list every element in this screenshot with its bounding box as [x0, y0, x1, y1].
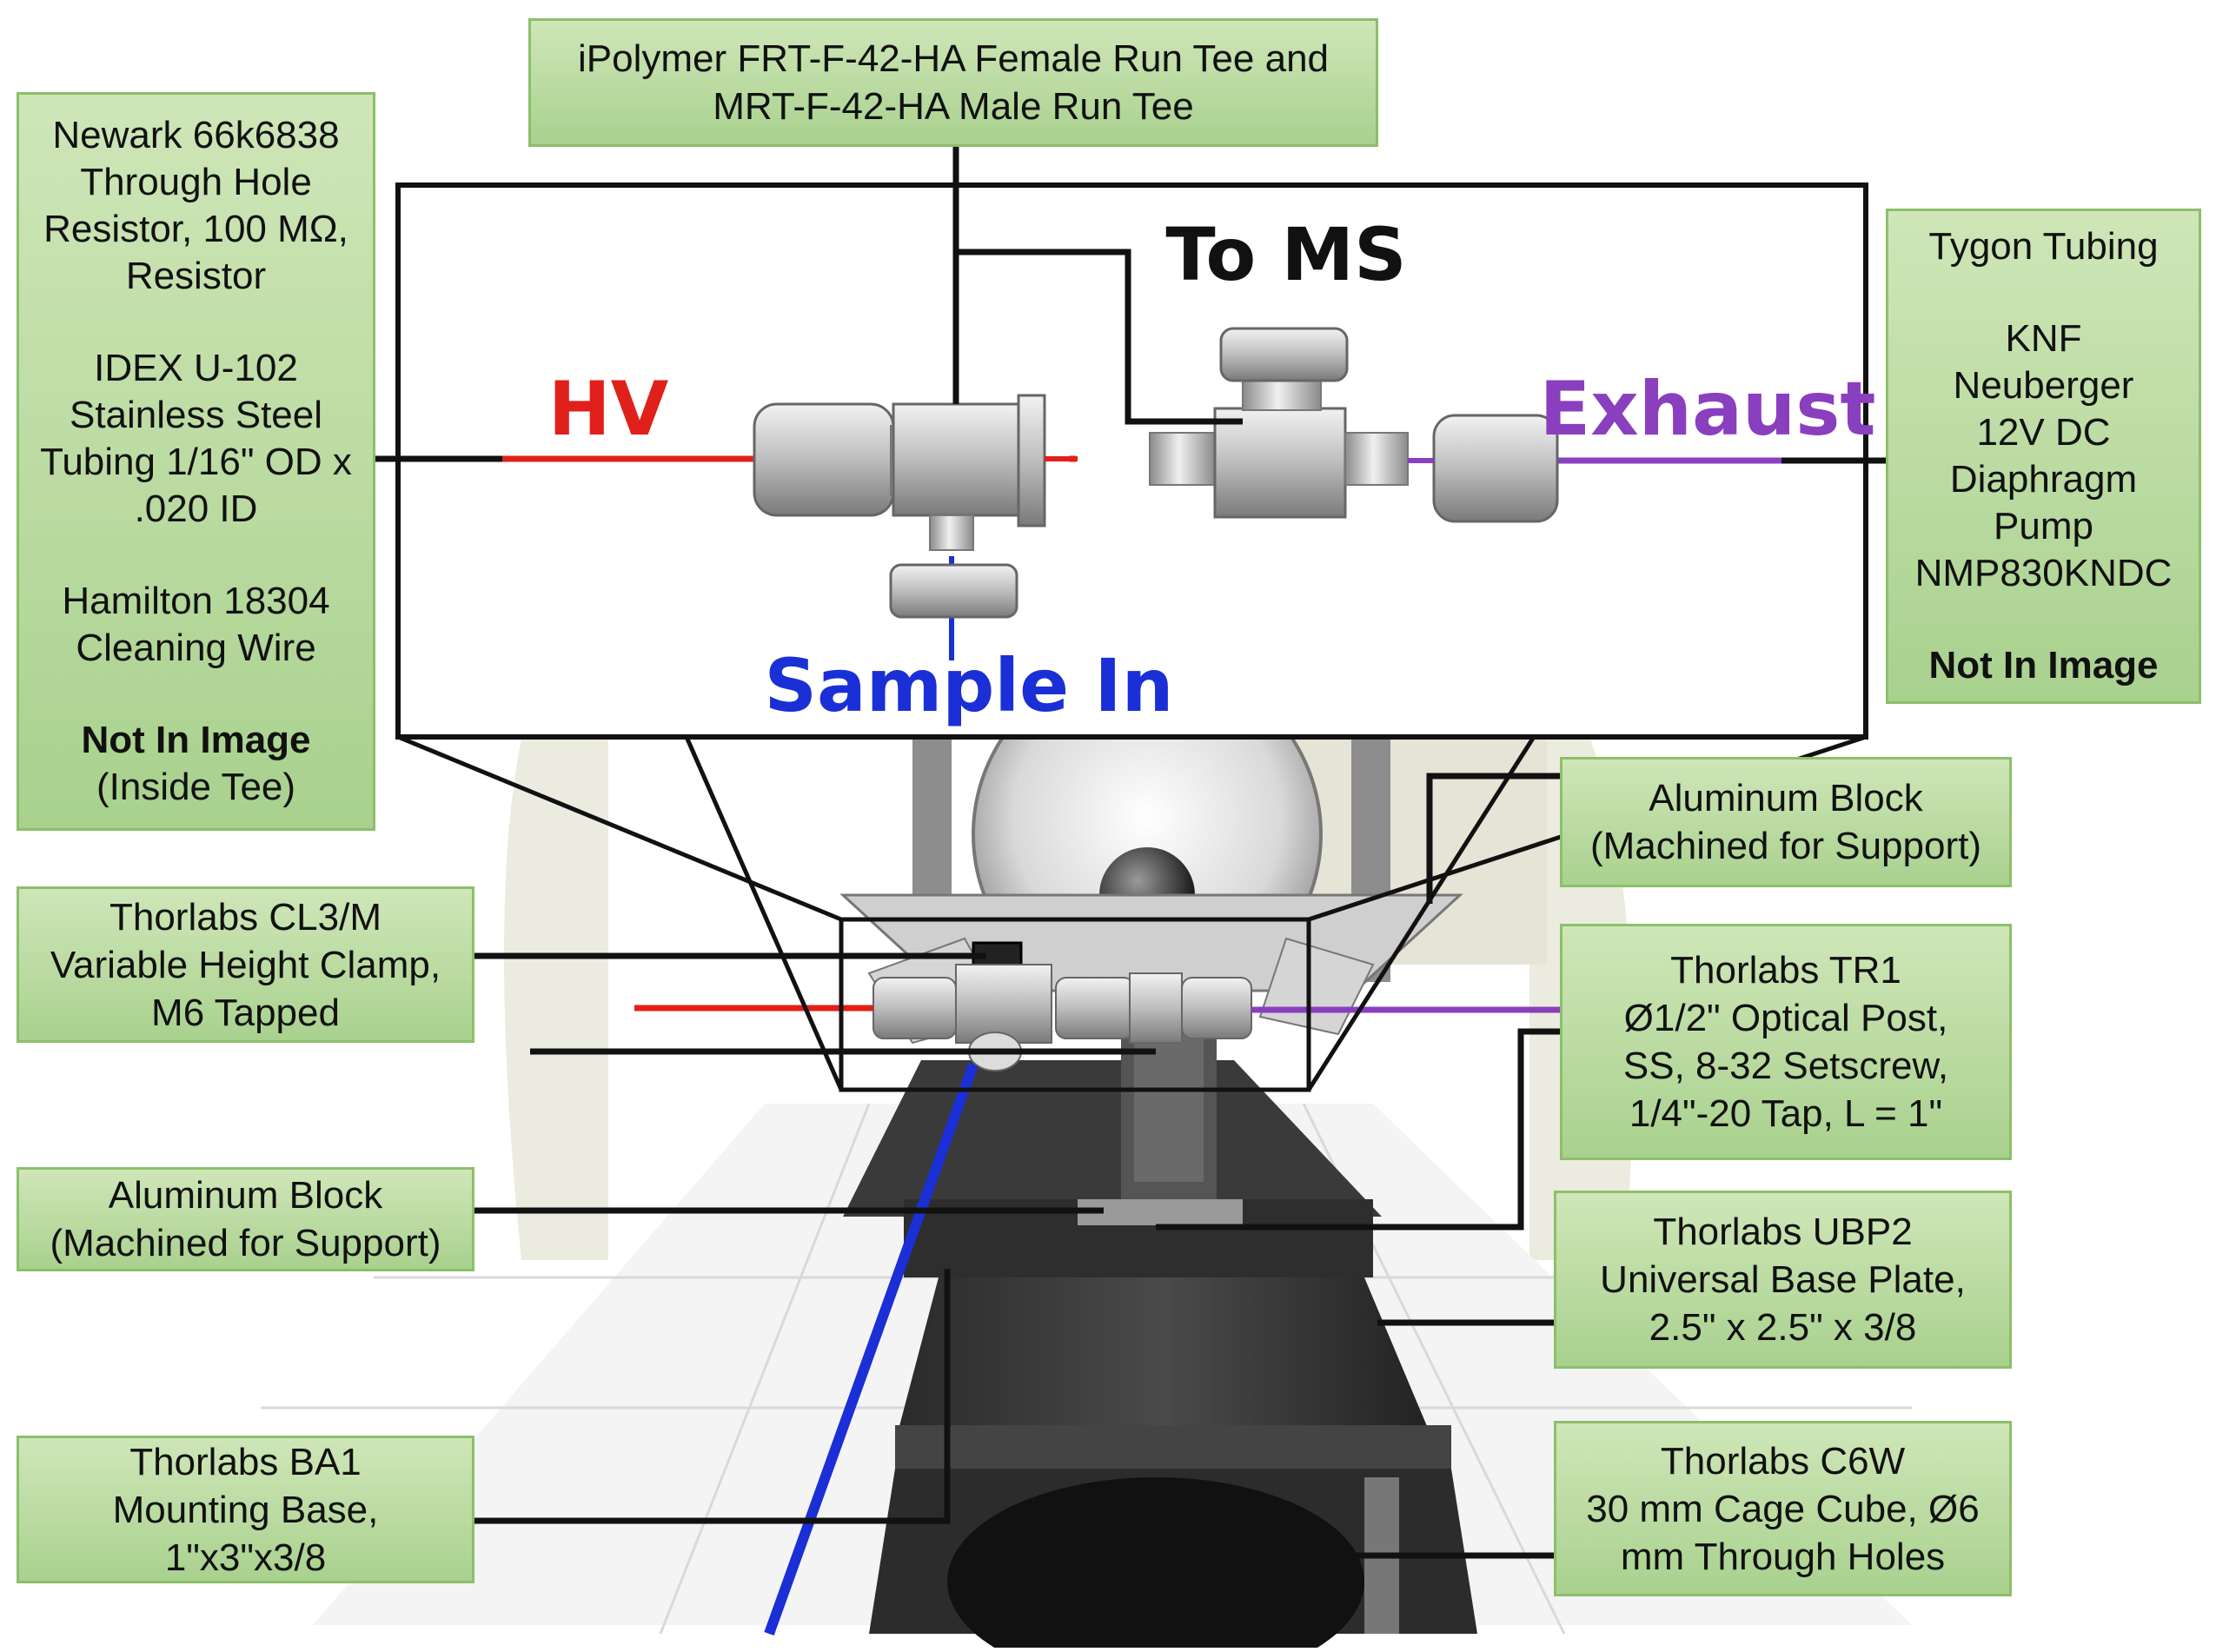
- to-ms-label: To MS: [1165, 212, 1406, 297]
- pump-line-6: NMP830KNDC: [1914, 552, 2173, 594]
- pump-line-2: Neuberger: [1953, 364, 2134, 407]
- wire-line-1: Hamilton 18304: [62, 580, 330, 622]
- leader-lines: [375, 146, 1886, 1559]
- base-plate-line-3: 2.5" x 2.5" x 3/8: [1649, 1306, 1917, 1349]
- not-in-image-note: Not In Image: [81, 719, 311, 761]
- right-top-callout: Tygon Tubing KNF Neuberger 12V DC Diaphr…: [1886, 209, 2201, 704]
- tygon-tubing-line: Tygon Tubing: [1928, 225, 2159, 268]
- resistor-line-2: Through Hole: [80, 161, 312, 203]
- tee-callout: iPolymer FRT-F-42-HA Female Run Tee and …: [528, 18, 1378, 147]
- not-in-image-note-right: Not In Image: [1928, 644, 2159, 687]
- left-top-callout: Newark 66k6838 Through Hole Resistor, 10…: [17, 92, 375, 831]
- clamp-line-2: Variable Height Clamp,: [50, 943, 441, 986]
- cage-cube-callout: Thorlabs C6W 30 mm Cage Cube, Ø6 mm Thro…: [1554, 1421, 2012, 1596]
- clamp-line-3: M6 Tapped: [151, 991, 340, 1034]
- pump-line-3: 12V DC: [1976, 411, 2111, 454]
- resistor-line-3: Resistor, 100 MΩ,: [43, 208, 348, 250]
- stage-fittings: [872, 964, 1252, 1071]
- pump-line-5: Pump: [1994, 505, 2093, 547]
- block-right-line-2: (Machined for Support): [1590, 825, 1981, 867]
- block-left-line-2: (Machined for Support): [50, 1222, 441, 1264]
- tubing-line-4: .020 ID: [134, 488, 258, 530]
- mounting-base-callout: Thorlabs BA1 Mounting Base, 1"x3"x3/8: [17, 1436, 474, 1583]
- cage-cube-line-3: mm Through Holes: [1620, 1535, 1946, 1578]
- inside-tee-note: (Inside Tee): [96, 766, 296, 808]
- mount-base-line-2: Mounting Base,: [112, 1488, 379, 1531]
- tubing-line-1: IDEX U-102: [94, 347, 298, 389]
- base-plate-callout: Thorlabs UBP2 Universal Base Plate, 2.5"…: [1554, 1191, 2012, 1369]
- post-line-3: SS, 8-32 Setscrew,: [1622, 1045, 1949, 1087]
- base-plate-line-1: Thorlabs UBP2: [1653, 1211, 1913, 1253]
- resistor-line-1: Newark 66k6838: [52, 114, 340, 156]
- resistor-line-4: Resistor: [125, 255, 267, 297]
- base-plate-line-2: Universal Base Plate,: [1600, 1258, 1966, 1301]
- post-line-4: 1/4"-20 Tap, L = 1": [1629, 1092, 1943, 1135]
- cage-cube-line-2: 30 mm Cage Cube, Ø6: [1586, 1487, 1980, 1530]
- mount-base-line-1: Thorlabs BA1: [129, 1440, 362, 1483]
- sample-in-label: Sample In: [765, 643, 1174, 728]
- mount-base-line-3: 1"x3"x3/8: [164, 1536, 327, 1579]
- tee-line-2: MRT-F-42-HA Male Run Tee: [713, 85, 1194, 128]
- cage-cube-line-1: Thorlabs C6W: [1660, 1439, 1906, 1483]
- optical-post-callout: Thorlabs TR1 Ø1/2" Optical Post, SS, 8-3…: [1560, 924, 2012, 1160]
- wire-line-2: Cleaning Wire: [76, 627, 316, 669]
- aluminum-block-left-callout: Aluminum Block (Machined for Support): [17, 1167, 474, 1271]
- post-line-2: Ø1/2" Optical Post,: [1623, 997, 1948, 1039]
- tubing-line-2: Stainless Steel: [69, 394, 323, 436]
- tubing-line-3: Tubing 1/16" OD x: [40, 441, 352, 483]
- tee-line-1: iPolymer FRT-F-42-HA Female Run Tee and: [577, 37, 1330, 80]
- clamp-line-1: Thorlabs CL3/M: [109, 895, 381, 939]
- exhaust-label: Exhaust: [1540, 366, 1876, 453]
- sample-line-stage: [764, 1062, 979, 1636]
- hv-label: HV: [548, 366, 669, 453]
- block-right-line-1: Aluminum Block: [1649, 777, 1923, 819]
- aluminum-block-right-callout: Aluminum Block (Machined for Support): [1560, 757, 2012, 887]
- pump-line-4: Diaphragm: [1949, 458, 2138, 501]
- block-left-line-1: Aluminum Block: [108, 1174, 383, 1217]
- inset-fittings: [502, 327, 1781, 660]
- pump-line-1: KNF: [2005, 317, 2082, 360]
- clamp-callout: Thorlabs CL3/M Variable Height Clamp, M6…: [17, 886, 474, 1043]
- post-line-1: Thorlabs TR1: [1670, 949, 1901, 992]
